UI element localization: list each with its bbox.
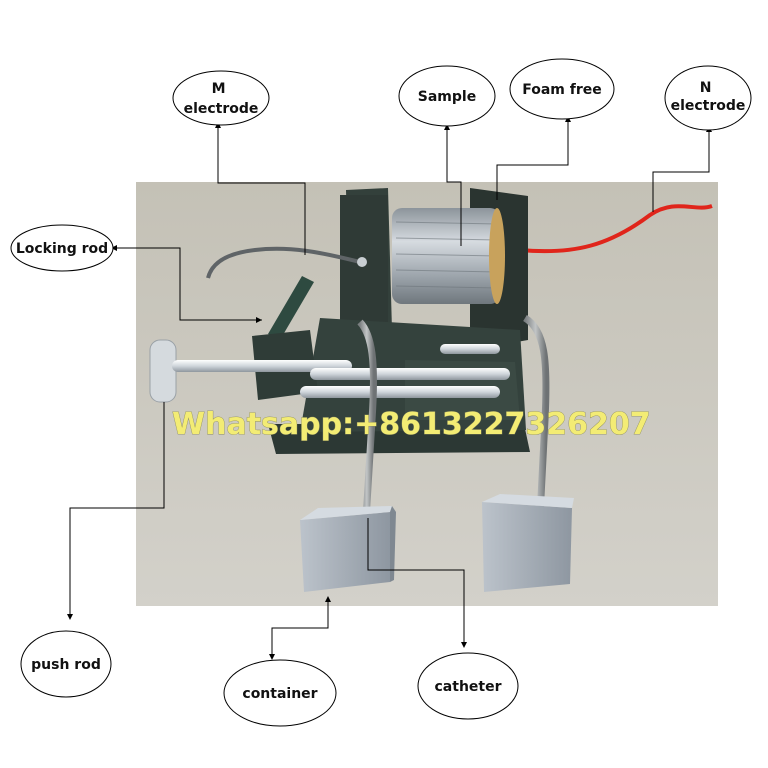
label-m-electrode: M electrode [184,81,259,117]
guide-rod-lower [300,386,500,398]
arrowheads [67,116,712,660]
locking-rod [268,276,314,340]
n-electrode-wire [519,204,713,254]
catheter-tube-left [357,319,377,521]
sample-bubble [398,65,496,127]
push-rod-bubble [20,630,112,698]
label-foam-free: Foam free [522,82,602,98]
m-electrode-wire [206,246,361,279]
label-container: container [242,686,317,702]
watermark-text: Whatsapp:+8613227326207 [172,407,651,442]
push-rod [172,360,352,372]
label-locking-rod: Locking rod [16,241,108,257]
label-sample: Sample [418,89,476,105]
push-rod-handle [149,339,177,403]
catheter-tube-right [522,315,550,517]
locking-rod-bubble [10,224,114,272]
label-push-rod: push rod [31,657,101,673]
catheter-bubble [417,652,519,720]
sample-coil [392,208,500,304]
container-right [482,494,574,592]
m-electrode-terminal [357,257,367,267]
foam-free-ring [489,208,505,304]
guide-rod-top [440,344,500,354]
label-n-electrode: N electrode [671,80,746,114]
container-left [300,506,396,592]
n-electrode-bubble [664,65,752,131]
label-catheter: catheter [435,679,502,695]
guide-rod-upper [310,368,510,380]
m-electrode-bubble [172,70,270,126]
container-bubble [223,659,337,727]
leader-lines [69,120,710,656]
foam-free-bubble [509,58,615,120]
